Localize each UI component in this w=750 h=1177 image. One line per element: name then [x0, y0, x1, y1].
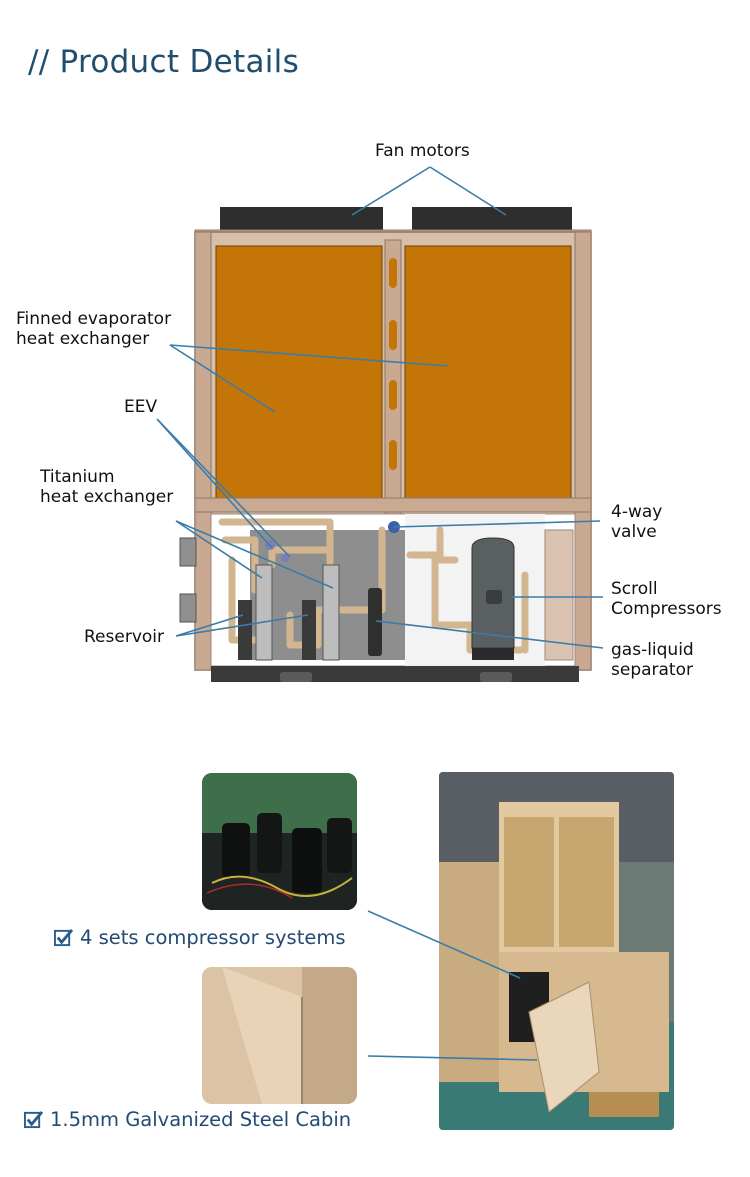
- title-slashes: //: [28, 44, 50, 80]
- label-four-way-1: 4-way: [611, 502, 663, 522]
- compressor-caption-text: 4 sets compressor systems: [80, 926, 346, 949]
- cabin-caption-text: 1.5mm Galvanized Steel Cabin: [50, 1108, 352, 1131]
- label-gas-liquid-2: separator: [611, 660, 693, 680]
- cabin-caption: 1.5mm Galvanized Steel Cabin: [24, 1108, 351, 1131]
- label-finned-evaporator-2: heat exchanger: [16, 329, 150, 349]
- checkbox-icon: [54, 928, 73, 947]
- gas-liquid-separator: [368, 588, 382, 656]
- label-reservoir: Reservoir: [84, 627, 164, 647]
- fan-motor-left: [220, 207, 383, 231]
- label-gas-liquid-1: gas-liquid: [611, 640, 694, 660]
- reservoir-1: [238, 600, 252, 660]
- title-text: Product Details: [59, 44, 300, 80]
- steel-panel-photo: [202, 967, 357, 1104]
- label-eev: EEV: [124, 397, 158, 417]
- finned-coil-right: [404, 245, 572, 499]
- finned-coil-left: [215, 245, 383, 499]
- compressor-photo: [202, 773, 357, 910]
- page-title: //Product Details: [28, 44, 299, 80]
- label-scroll-2: Compressors: [611, 599, 722, 619]
- titanium-hx-2: [322, 564, 340, 661]
- label-fan-motors: Fan motors: [375, 141, 470, 161]
- fan-motor-right: [412, 207, 572, 231]
- checkbox-icon: [24, 1110, 43, 1129]
- label-finned-evaporator-1: Finned evaporator: [16, 309, 172, 329]
- label-scroll-1: Scroll: [611, 579, 658, 599]
- label-titanium-1: Titanium: [40, 467, 115, 487]
- reservoir-2: [302, 600, 316, 660]
- label-titanium-2: heat exchanger: [40, 487, 174, 507]
- heat-pump-diagram: [156, 166, 604, 682]
- label-four-way-2: valve: [611, 522, 657, 542]
- unit-photo: [439, 772, 674, 1130]
- unit-base: [211, 666, 579, 682]
- compressor-caption: 4 sets compressor systems: [54, 926, 346, 949]
- titanium-hx-1: [255, 564, 273, 661]
